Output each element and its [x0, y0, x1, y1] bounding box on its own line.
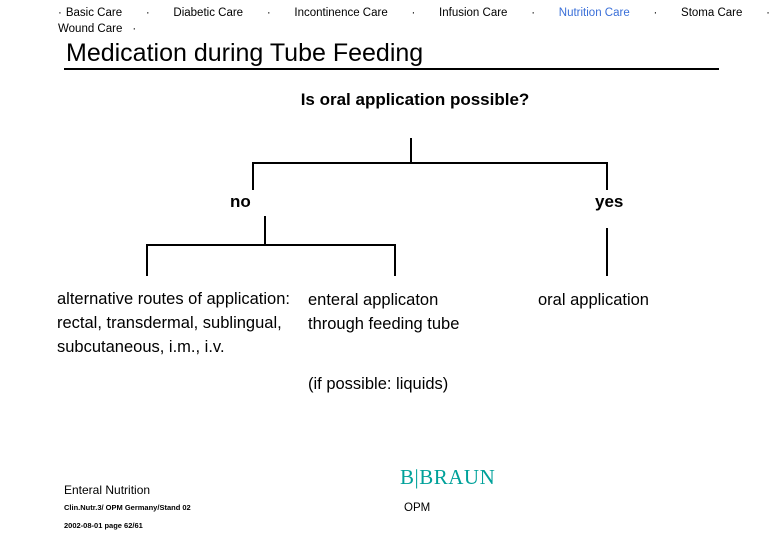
connector-bar-top	[252, 162, 608, 164]
connector-bar-no	[146, 244, 396, 246]
flow-question: Is oral application possible?	[300, 90, 530, 109]
flow-node-alternative-routes: alternative routes of application: recta…	[57, 290, 290, 356]
flow-branch-label-yes: yes	[595, 192, 624, 211]
nav-item-nutrition-care[interactable]: Nutrition Care	[558, 7, 630, 19]
logo-separator: |	[414, 465, 420, 489]
connector-stem-no	[264, 216, 266, 244]
nav-separator-icon: ·	[653, 7, 658, 19]
connector-stem-question	[410, 138, 412, 162]
footer-heading: Enteral Nutrition	[64, 483, 151, 497]
logo-letter-b: B	[400, 465, 415, 489]
bbraun-logo: B|BRAUN	[400, 465, 495, 490]
nav-item-stoma-care[interactable]: Stoma Care	[681, 7, 743, 19]
page-title: Medication during Tube Feeding	[66, 39, 424, 67]
nav-separator-icon: ·	[266, 7, 271, 19]
nav-separator-icon: ·	[531, 7, 536, 19]
connector-drop-yes	[606, 162, 608, 190]
flow-branch-label-no: no	[230, 192, 251, 211]
connector-drop-alternative	[146, 244, 148, 276]
nav-separator-icon: ·	[766, 7, 770, 19]
nav-separator-icon: ·	[411, 7, 416, 19]
nav-separator-icon: ·	[145, 7, 150, 19]
connector-drop-no	[252, 162, 254, 190]
nav-item-wound-care[interactable]: Wound Care	[58, 23, 123, 35]
footer-date-page-line: 2002-08-01 page 62/61	[64, 521, 143, 530]
connector-drop-enteral	[394, 244, 396, 276]
logo-word-braun: BRAUN	[419, 465, 496, 489]
connector-stem-yes	[606, 228, 608, 276]
footer-source-line: Clin.Nutr.3/ OPM Germany/Stand 02	[64, 503, 191, 512]
nav-separator-icon: ·	[132, 23, 137, 35]
flow-node-oral-application: oral application	[538, 291, 649, 309]
footer-opm-label: OPM	[404, 502, 431, 514]
nav-item-incontinence-care[interactable]: Incontinence Care	[294, 7, 388, 19]
top-navigation: · Basic Care · Diabetic Care · Incontine…	[58, 5, 770, 37]
nav-row-primary: · Basic Care · Diabetic Care · Incontine…	[58, 5, 770, 21]
nav-item-diabetic-care[interactable]: Diabetic Care	[173, 7, 244, 19]
nav-separator-icon: ·	[58, 7, 62, 19]
flow-node-enteral-note: (if possible: liquids)	[308, 375, 449, 393]
title-underline	[64, 68, 719, 70]
flow-node-enteral-application: enteral applicaton through feeding tube	[308, 291, 460, 333]
nav-item-infusion-care[interactable]: Infusion Care	[439, 7, 508, 19]
nav-row-secondary: Wound Care ·	[58, 21, 770, 37]
nav-item-basic-care[interactable]: Basic Care	[65, 7, 123, 19]
